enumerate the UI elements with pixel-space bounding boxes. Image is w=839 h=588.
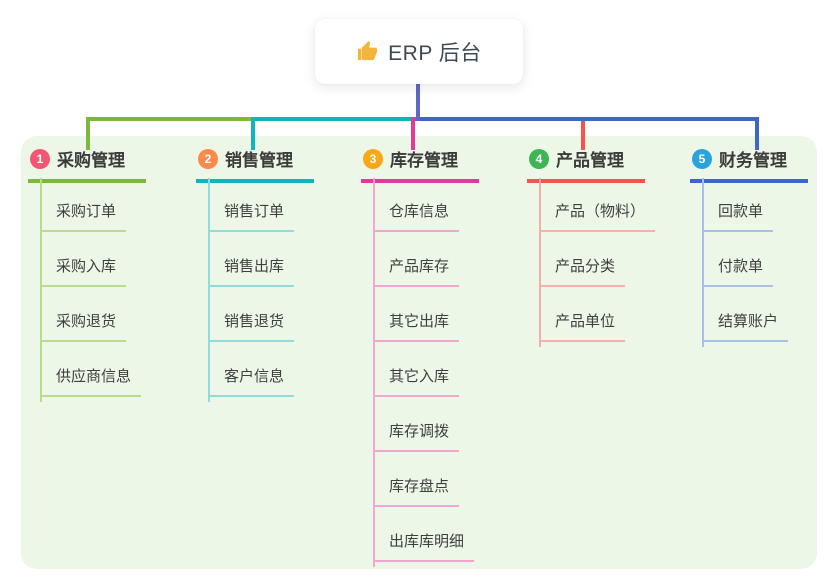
child-node[interactable]: 采购订单 (40, 202, 127, 232)
canvas-panel (21, 136, 817, 569)
branch-node-product[interactable]: 4 产品管理 (527, 146, 645, 183)
thumbs-up-icon (356, 40, 379, 63)
child-node[interactable]: 出库库明细 (373, 532, 475, 562)
child-node[interactable]: 库存调拨 (373, 422, 460, 452)
branch-title: 产品管理 (556, 151, 624, 170)
badge-3: 3 (363, 148, 383, 169)
child-node[interactable]: 回款单 (702, 202, 774, 232)
branch-trunk-line (40, 178, 42, 402)
child-node[interactable]: 销售订单 (208, 202, 295, 232)
branch-node-purchase[interactable]: 1 采购管理 (28, 146, 146, 183)
badge-1: 1 (30, 148, 50, 169)
badge-5: 5 (692, 148, 712, 169)
child-node[interactable]: 销售退货 (208, 312, 295, 342)
branch-trunk-line (373, 178, 375, 567)
badge-4: 4 (529, 148, 549, 169)
child-node[interactable]: 产品单位 (539, 312, 626, 342)
branch-title: 采购管理 (57, 151, 125, 170)
branch-trunk-line (702, 178, 704, 347)
child-node[interactable]: 供应商信息 (40, 367, 142, 397)
branch-trunk-line (539, 178, 541, 347)
root-title: ERP 后台 (388, 41, 482, 65)
branch-finance-management: 5 财务管理 回款单 付款单 结算账户 (690, 146, 808, 347)
branch-inventory-management: 3 库存管理 仓库信息 产品库存 其它出库 其它入库 库存调拨 库存盘点 出库库… (361, 146, 479, 567)
branch-trunk-line (208, 178, 210, 402)
child-node[interactable]: 其它入库 (373, 367, 460, 397)
child-node[interactable]: 产品库存 (373, 257, 460, 287)
branch-purchase-management: 1 采购管理 采购订单 采购入库 采购退货 供应商信息 (28, 146, 146, 402)
branch-product-management: 4 产品管理 产品（物料） 产品分类 产品单位 (527, 146, 656, 347)
root-node-erp[interactable]: ERP 后台 (315, 19, 523, 84)
branch-title: 库存管理 (390, 151, 458, 170)
branch-title: 销售管理 (225, 151, 293, 170)
child-node[interactable]: 产品（物料） (539, 202, 656, 232)
child-node[interactable]: 结算账户 (702, 312, 789, 342)
branch-node-inventory[interactable]: 3 库存管理 (361, 146, 479, 183)
child-node[interactable]: 采购退货 (40, 312, 127, 342)
badge-2: 2 (198, 148, 218, 169)
child-node[interactable]: 其它出库 (373, 312, 460, 342)
child-node[interactable]: 库存盘点 (373, 477, 460, 507)
branch-title: 财务管理 (719, 151, 787, 170)
child-node[interactable]: 产品分类 (539, 257, 626, 287)
branch-node-sales[interactable]: 2 销售管理 (196, 146, 314, 183)
child-node[interactable]: 销售出库 (208, 257, 295, 287)
child-node[interactable]: 仓库信息 (373, 202, 460, 232)
branch-node-finance[interactable]: 5 财务管理 (690, 146, 808, 183)
branch-sales-management: 2 销售管理 销售订单 销售出库 销售退货 客户信息 (196, 146, 314, 402)
child-node[interactable]: 客户信息 (208, 367, 295, 397)
child-node[interactable]: 付款单 (702, 257, 774, 287)
child-node[interactable]: 采购入库 (40, 257, 127, 287)
